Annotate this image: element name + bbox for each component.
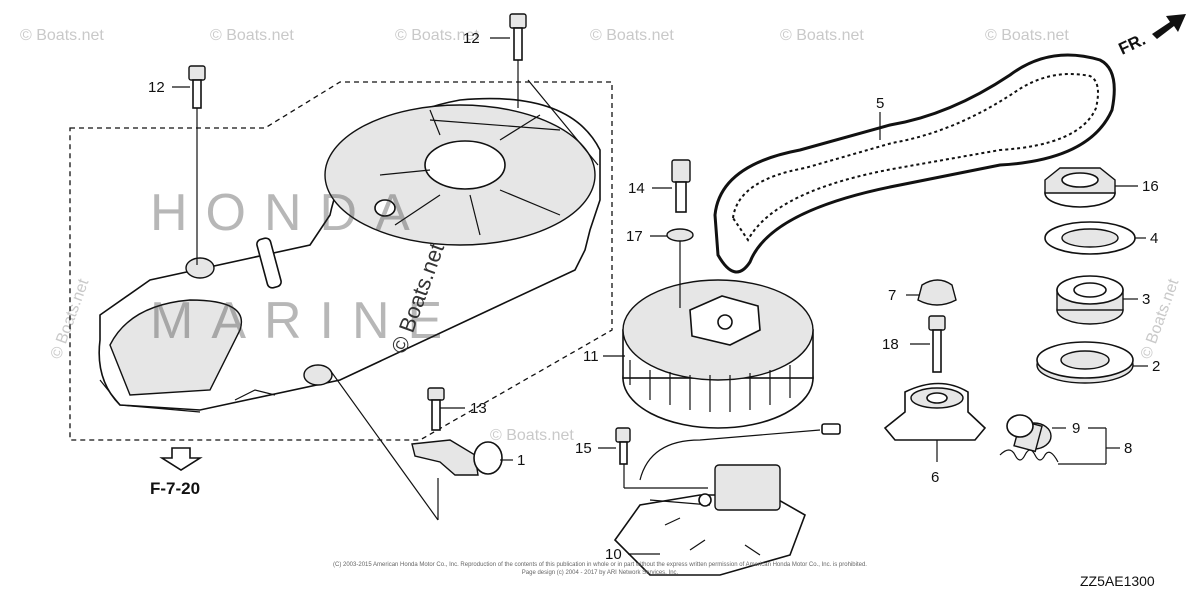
bracket-1 bbox=[329, 369, 503, 521]
callout-10: 10 bbox=[605, 546, 622, 563]
bolt-15 bbox=[615, 427, 708, 489]
callout-3: 3 bbox=[1142, 291, 1150, 308]
pulley-3 bbox=[1056, 275, 1124, 325]
watermark-text: © Boats.net bbox=[780, 27, 864, 44]
callout-18: 18 bbox=[882, 336, 899, 353]
bolt-18 bbox=[928, 315, 946, 373]
watermark-text: © Boats.net bbox=[210, 27, 294, 44]
belt-cover bbox=[98, 97, 601, 413]
timing-belt-5 bbox=[713, 53, 1116, 274]
watermark-text: © Boats.net bbox=[395, 27, 479, 44]
callout-labels: 12 12 13 1 14 17 11 15 10 5 16 4 3 2 7 1… bbox=[148, 30, 1160, 563]
tensioner-6 bbox=[883, 382, 987, 462]
callout-2: 2 bbox=[1152, 358, 1160, 375]
spring-8 bbox=[999, 449, 1059, 463]
bolt-14 bbox=[671, 159, 691, 213]
collar-9 bbox=[1006, 414, 1052, 453]
callout-11: 11 bbox=[583, 348, 599, 365]
copyright-line-2: Page design (c) 2004 - 2017 by ARI Netwo… bbox=[522, 570, 679, 576]
assembly-outline bbox=[69, 81, 613, 441]
callout-13: 13 bbox=[470, 400, 487, 417]
watermark-text: © Boats.net bbox=[1138, 276, 1183, 361]
pulley-2 bbox=[1036, 341, 1134, 384]
callout-5: 5 bbox=[876, 95, 884, 112]
callout-15: 15 bbox=[575, 440, 592, 457]
cap-7 bbox=[917, 279, 957, 306]
washer-4 bbox=[1044, 221, 1136, 255]
callout-7: 7 bbox=[888, 287, 896, 304]
callout-14: 14 bbox=[628, 180, 645, 197]
direction-label: FR. bbox=[1116, 30, 1149, 59]
bolt-12-left bbox=[188, 65, 206, 265]
flywheel-11 bbox=[622, 238, 814, 429]
callout-16: 16 bbox=[1142, 178, 1159, 195]
brand-watermark-bottom: MARINE bbox=[150, 292, 460, 350]
callout-4: 4 bbox=[1150, 230, 1158, 247]
watermark-text: © Boats.net bbox=[590, 27, 674, 44]
watermark-text: © Boats.net bbox=[20, 27, 104, 44]
callout-12-left: 12 bbox=[148, 79, 165, 96]
bolt-12-top bbox=[509, 13, 599, 166]
stator-10 bbox=[613, 423, 841, 576]
watermark-text: © Boats.net bbox=[985, 27, 1069, 44]
copyright-line-1: (C) 2003-2015 American Honda Motor Co., … bbox=[333, 562, 867, 568]
front-direction-indicator bbox=[1152, 14, 1186, 39]
callout-9: 9 bbox=[1072, 420, 1080, 437]
brand-watermark-top: HONDA bbox=[150, 184, 428, 242]
callout-6: 6 bbox=[931, 469, 939, 486]
nut-16 bbox=[1044, 167, 1116, 208]
reference-arrow bbox=[159, 447, 203, 471]
bolt-13 bbox=[427, 387, 445, 431]
washer-17 bbox=[666, 228, 694, 242]
callout-12-top: 12 bbox=[463, 30, 480, 47]
leader-lines bbox=[172, 37, 1148, 555]
watermark-text: © Boats.net bbox=[490, 427, 574, 444]
callout-8: 8 bbox=[1124, 440, 1132, 457]
reference-label: F-7-20 bbox=[150, 479, 200, 498]
callout-1: 1 bbox=[517, 452, 525, 469]
diagram-code: ZZ5AE1300 bbox=[1080, 573, 1155, 589]
callout-17: 17 bbox=[626, 228, 643, 245]
brand-watermark: HONDA MARINE © Boats.net bbox=[150, 184, 460, 357]
